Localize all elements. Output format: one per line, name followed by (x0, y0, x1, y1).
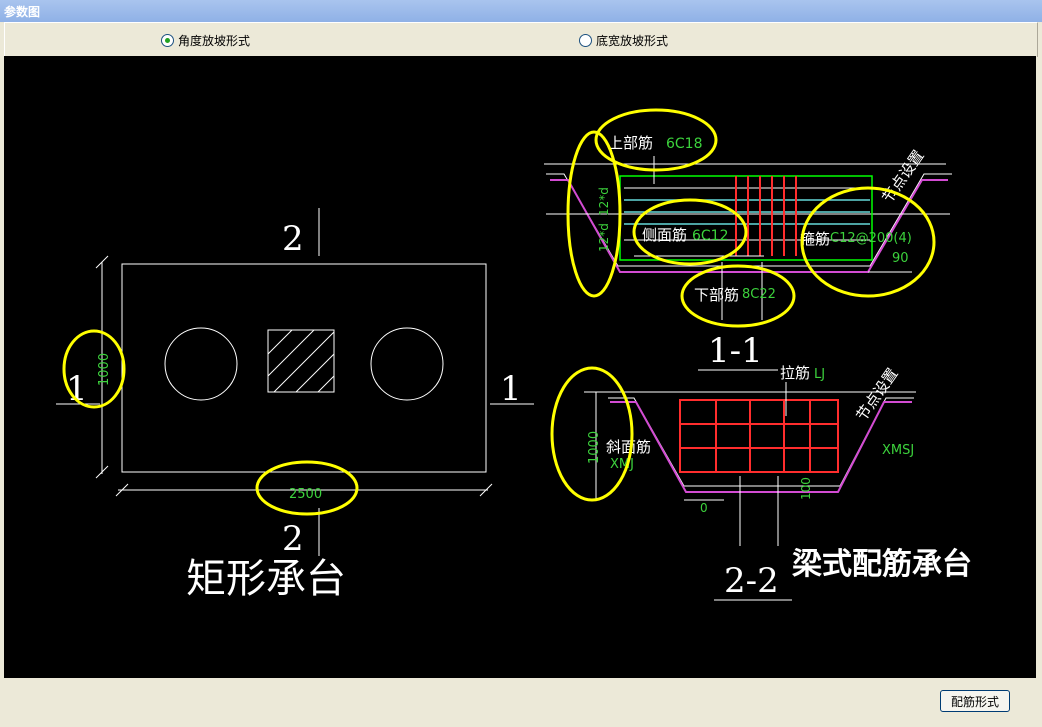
radio-dot-checked[interactable] (161, 34, 174, 47)
value-tie-bar: LJ (814, 367, 825, 382)
cad-drawing: 2 2 1 1 1000 2500 矩形承台 (56, 108, 972, 602)
value-stirrup: C12@200(4) (830, 231, 912, 246)
rebar-form-button[interactable]: 配筋形式 (940, 690, 1010, 712)
label-stirrup: 箍筋 (800, 230, 830, 248)
value-side-bar: 6C12 (692, 228, 729, 244)
dim-height-2-2: 1000 (587, 431, 602, 464)
cap-outline (121, 263, 487, 473)
dim-width-text: 2500 (289, 487, 322, 502)
hatch-lines (267, 329, 335, 393)
anchor-length-1: 12*d (597, 223, 611, 252)
plan-view: 2 2 1 1 1000 2500 矩形承台 (56, 208, 534, 602)
pile-circle-right (370, 327, 444, 401)
dim-hundred: 100 (799, 477, 813, 500)
label-slope-bar: 斜面筋 (606, 438, 651, 456)
label-side-bar: 侧面筋 (642, 226, 687, 244)
label-tie-bar: 拉筋 (780, 364, 810, 382)
section-title-2-2: 2-2 (724, 561, 779, 601)
value-top-bar: 6C18 (666, 136, 703, 152)
label-bottom-bar: 下部筋 (694, 286, 739, 304)
anchor-length-2: 12*d (597, 187, 611, 216)
pile-circle-left (164, 327, 238, 401)
section-2-2: 1000 拉筋 LJ 节点设置 斜面筋 XMJ XMSJ 0 100 2-2 梁… (550, 364, 972, 601)
radio-dot-unchecked[interactable] (579, 34, 592, 47)
section-mark-bottom: 2 (282, 519, 304, 559)
radio-width-slope[interactable]: 底宽放坡形式 (579, 32, 668, 49)
radio-angle-slope[interactable]: 角度放坡形式 (161, 32, 250, 49)
radio-label-width-slope: 底宽放坡形式 (596, 34, 669, 48)
dim-height-text: 1000 (97, 353, 112, 386)
column-hatch (267, 329, 335, 393)
section-title-1-1: 1-1 (708, 331, 763, 371)
caption-beam-cap: 梁式配筋承台 (792, 547, 972, 582)
highlight-height (62, 329, 126, 409)
drawing-canvas: 2 2 1 1 1000 2500 矩形承台 (4, 56, 1036, 678)
angle-label: 90 (892, 251, 909, 266)
dim-zero: 0 (700, 501, 708, 515)
caption-rect-cap: 矩形承台 (186, 556, 346, 602)
value-bottom-bar: 8C22 (742, 287, 776, 302)
label-top-bar: 上部筋 (608, 134, 653, 152)
value-xmsj: XMSJ (882, 443, 914, 458)
section-mark-left: 1 (66, 369, 88, 409)
section-mark-right: 1 (500, 369, 522, 409)
highlight-width (255, 460, 359, 516)
option-bar: 角度放坡形式 底宽放坡形式 (4, 22, 1038, 57)
radio-label-angle-slope: 角度放坡形式 (178, 34, 251, 48)
window-title: 参数图 (4, 5, 41, 19)
window-titlebar: 参数图 (0, 0, 1042, 22)
section-1-1: 上部筋 6C18 12*d 12*d 侧面筋 6C12 箍筋 C12@200(4… (544, 108, 952, 371)
section-mark-top: 2 (282, 219, 304, 259)
stirrups (735, 176, 797, 256)
